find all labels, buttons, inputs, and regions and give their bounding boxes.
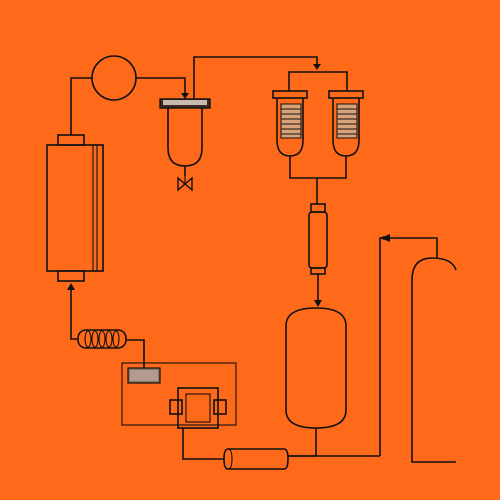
drain-valve-icon [177,176,193,192]
pump-circle [91,55,137,101]
large-reservoir [285,307,347,429]
pipe-return-to-cylinder [379,237,438,456]
arrow-left-top [380,234,390,242]
inline-tube [308,203,328,275]
arrow-into-column [67,283,75,290]
gas-cylinder [411,257,457,463]
filter-housing [159,98,211,192]
pipe-column-to-pump [70,77,92,135]
pipe-bottom-left [182,451,224,460]
pipe-filter-to-columns [193,56,318,98]
arrow-into-columns [313,64,321,70]
heat-exchanger-coil [77,329,127,349]
bottom-pump [223,448,289,470]
pipe-controller-to-coil [126,339,145,368]
twin-adsorber-columns [272,71,364,179]
pipe-coil-to-column [70,286,78,340]
pipe-pump-to-filter [136,77,186,98]
control-box [121,362,237,451]
main-reactor-column [46,134,104,282]
pipe-reservoir-to-bottom [288,428,317,457]
arrow-into-filter [181,93,189,99]
arrow-into-reservoir [314,300,322,307]
